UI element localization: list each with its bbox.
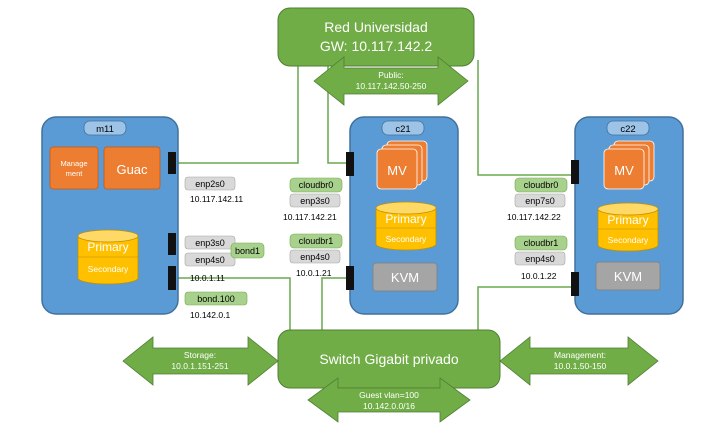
management-line1: Management: xyxy=(554,350,606,360)
c21-if1-name: enp3s0 xyxy=(300,196,330,206)
bond1-label: bond1 xyxy=(235,246,260,256)
m11-if2-name: enp3s0 xyxy=(195,238,225,248)
guac-label: Guac xyxy=(116,162,148,177)
c21-br1-box xyxy=(289,233,343,249)
bond1-box xyxy=(230,242,265,259)
c21-database-icon xyxy=(375,201,437,251)
line-m11-public xyxy=(178,44,299,164)
c22-br1-label: cloudbr1 xyxy=(524,238,559,248)
line-m11-switch xyxy=(178,277,291,330)
line-c22-switch xyxy=(477,286,575,330)
c22-br1-box xyxy=(514,235,568,251)
host-c22: c22 MV Primary Secondary KVM xyxy=(571,116,684,315)
c22-br0-box xyxy=(514,177,568,193)
c22-if1-box xyxy=(514,193,566,208)
line-c22-public xyxy=(477,60,575,176)
c21-if1-box xyxy=(289,193,341,208)
c22-port-1 xyxy=(571,160,579,184)
host-m11: m11 Manage ment Guac Primary Secondary xyxy=(41,116,179,315)
management-box xyxy=(49,146,99,190)
guest-line1: Guest vlan=100 xyxy=(359,390,419,400)
guac-box xyxy=(103,146,161,190)
host-c21-name: c21 xyxy=(395,124,410,135)
c21-kvm-label: KVM xyxy=(391,270,419,285)
c21-db-secondary: Secondary xyxy=(386,234,427,244)
c21-br0-box xyxy=(289,177,343,193)
m11-if1-ip: 10.117.142.11 xyxy=(190,194,243,204)
m11-port-1 xyxy=(168,152,176,174)
m11-bond-ip: 10.0.1.11 xyxy=(190,273,225,283)
c22-mv-label: MV xyxy=(614,163,634,178)
management-label-2: ment xyxy=(66,169,84,178)
c21-mv-label: MV xyxy=(387,163,407,178)
m11-if2-box xyxy=(184,235,236,250)
management-label-1: Manage xyxy=(60,159,87,168)
m11-if1-box xyxy=(184,176,236,191)
c22-kvm-label: KVM xyxy=(614,269,642,284)
m11-if1-name: enp2s0 xyxy=(195,179,225,189)
c22-if1-ip: 10.117.142.22 xyxy=(507,212,561,222)
m11-if3-name: enp4s0 xyxy=(195,255,225,265)
line-c21-switch xyxy=(321,277,350,330)
c21-vm-stack-icon xyxy=(376,140,428,190)
c22-vm-stack-icon xyxy=(603,140,655,190)
public-line1: Public: xyxy=(378,70,404,80)
guest-line2: 10.142.0.0/16 xyxy=(363,401,415,411)
c22-if1-name: enp7s0 xyxy=(525,196,555,206)
c21-kvm-box xyxy=(372,262,438,292)
c21-port-2 xyxy=(346,266,354,290)
university-network-box xyxy=(277,7,475,67)
university-line2: GW: 10.117.142.2 xyxy=(320,38,433,54)
m11-if3-box xyxy=(184,252,236,267)
host-m11-box xyxy=(41,116,179,315)
management-line2: 10.0.1.50-150 xyxy=(554,361,607,371)
storage-arrow xyxy=(122,336,279,386)
line-c21-public xyxy=(327,62,350,164)
guest-arrow xyxy=(307,377,471,423)
c21-if2-box xyxy=(289,249,341,264)
m11-port-2 xyxy=(168,233,176,255)
c22-if2-box xyxy=(514,251,566,266)
storage-line2: 10.0.1.151-251 xyxy=(171,361,228,371)
m11-db-secondary: Secondary xyxy=(88,264,129,274)
university-line1: Red Universidad xyxy=(324,19,428,35)
c22-if2-name: enp4s0 xyxy=(525,254,555,264)
switch-label: Switch Gigabit privado xyxy=(319,351,459,367)
c21-port-1 xyxy=(346,152,354,176)
c22-if2-ip: 10.0.1.22 xyxy=(521,271,557,281)
host-m11-tag xyxy=(83,120,127,136)
c21-db-primary: Primary xyxy=(385,212,426,226)
c21-if1-ip: 10.117.142.21 xyxy=(283,212,337,222)
m11-database-icon xyxy=(77,229,139,285)
m11-db-primary: Primary xyxy=(87,240,128,254)
c22-kvm-box xyxy=(595,261,661,291)
bond100-ip: 10.142.0.1 xyxy=(190,310,230,320)
c21-br1-label: cloudbr1 xyxy=(299,236,334,246)
c22-br0-label: cloudbr0 xyxy=(524,180,559,190)
c22-database-icon xyxy=(597,202,659,252)
c22-port-2 xyxy=(571,272,579,296)
c21-if2-ip: 10.0.1.21 xyxy=(296,268,332,278)
host-c21: c21 MV Primary Secondary KVM xyxy=(346,116,459,315)
host-m11-name: m11 xyxy=(96,124,114,135)
bond100-name: bond.100 xyxy=(197,294,235,304)
c21-br0-label: cloudbr0 xyxy=(299,180,334,190)
public-line2: 10.117.142.50-250 xyxy=(356,81,427,91)
m11-port-3 xyxy=(168,266,176,290)
public-arrow xyxy=(313,56,469,106)
bond100-box xyxy=(184,291,248,306)
c22-db-primary: Primary xyxy=(607,213,648,227)
management-arrow xyxy=(499,336,659,386)
host-c21-tag xyxy=(381,120,425,136)
storage-line1: Storage: xyxy=(184,350,216,360)
host-c22-tag xyxy=(606,120,650,136)
host-c22-name: c22 xyxy=(620,124,635,135)
c21-if2-name: enp4s0 xyxy=(300,252,330,262)
c22-db-secondary: Secondary xyxy=(608,235,649,245)
